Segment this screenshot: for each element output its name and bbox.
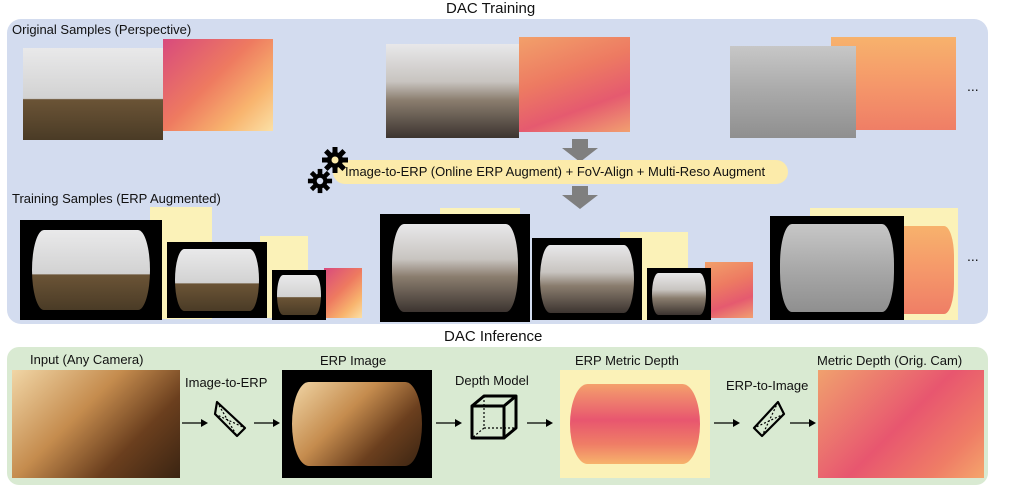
inference-title: DAC Inference bbox=[444, 328, 543, 345]
erp-sample-1-medium bbox=[167, 242, 267, 318]
erp-sample-2-small bbox=[647, 268, 711, 320]
erp-depth-2-small bbox=[705, 262, 753, 318]
arrow-right-icon bbox=[182, 419, 208, 427]
erp-sample-1-large bbox=[20, 220, 162, 320]
ellipsis-top: ... bbox=[967, 78, 979, 94]
erp-depth-label: ERP Metric Depth bbox=[575, 353, 679, 368]
output-depth-image bbox=[818, 370, 984, 478]
erp-sample-1-small bbox=[272, 270, 326, 320]
gear-icon bbox=[307, 168, 333, 194]
original-rgb-1 bbox=[23, 48, 163, 140]
input-label: Input (Any Camera) bbox=[30, 352, 144, 367]
depth-model-label: Depth Model bbox=[455, 373, 529, 388]
erp-depth-1-small bbox=[324, 268, 362, 318]
image-to-erp-label: Image-to-ERP bbox=[185, 375, 268, 390]
arrow-right-icon bbox=[790, 419, 816, 427]
erp-sample-2-medium bbox=[532, 238, 642, 320]
original-depth-1 bbox=[163, 39, 273, 131]
down-arrow-1 bbox=[562, 139, 598, 162]
training-samples-label: Training Samples (ERP Augmented) bbox=[12, 191, 221, 206]
erp-sample-2-large bbox=[380, 214, 530, 322]
training-title: DAC Training bbox=[446, 0, 536, 17]
augmentation-banner bbox=[333, 160, 788, 184]
erp-depth-image bbox=[560, 370, 710, 478]
arrow-right-icon bbox=[527, 419, 553, 427]
erp-sample-3-large bbox=[770, 216, 904, 320]
erp-image-label: ERP Image bbox=[320, 353, 387, 368]
arrow-right-icon bbox=[436, 419, 462, 427]
cube-icon bbox=[470, 394, 518, 440]
erp-to-image-label: ERP-to-Image bbox=[726, 378, 809, 393]
arrow-right-icon bbox=[254, 419, 280, 427]
projection-icon bbox=[752, 400, 786, 438]
down-arrow-2 bbox=[562, 186, 598, 209]
projection-icon bbox=[213, 400, 247, 438]
arrow-right-icon bbox=[714, 419, 740, 427]
input-image bbox=[12, 370, 180, 478]
augmentation-banner-text: Image-to-ERP (Online ERP Augment) + FoV-… bbox=[345, 164, 766, 179]
original-rgb-3 bbox=[730, 46, 856, 138]
erp-image bbox=[282, 370, 432, 478]
ellipsis-bottom: ... bbox=[967, 248, 979, 264]
output-label: Metric Depth (Orig. Cam) bbox=[817, 353, 963, 368]
original-samples-label: Original Samples (Perspective) bbox=[12, 22, 192, 37]
gear-icon bbox=[322, 147, 348, 173]
original-rgb-2 bbox=[386, 44, 519, 138]
original-depth-2 bbox=[519, 37, 630, 132]
